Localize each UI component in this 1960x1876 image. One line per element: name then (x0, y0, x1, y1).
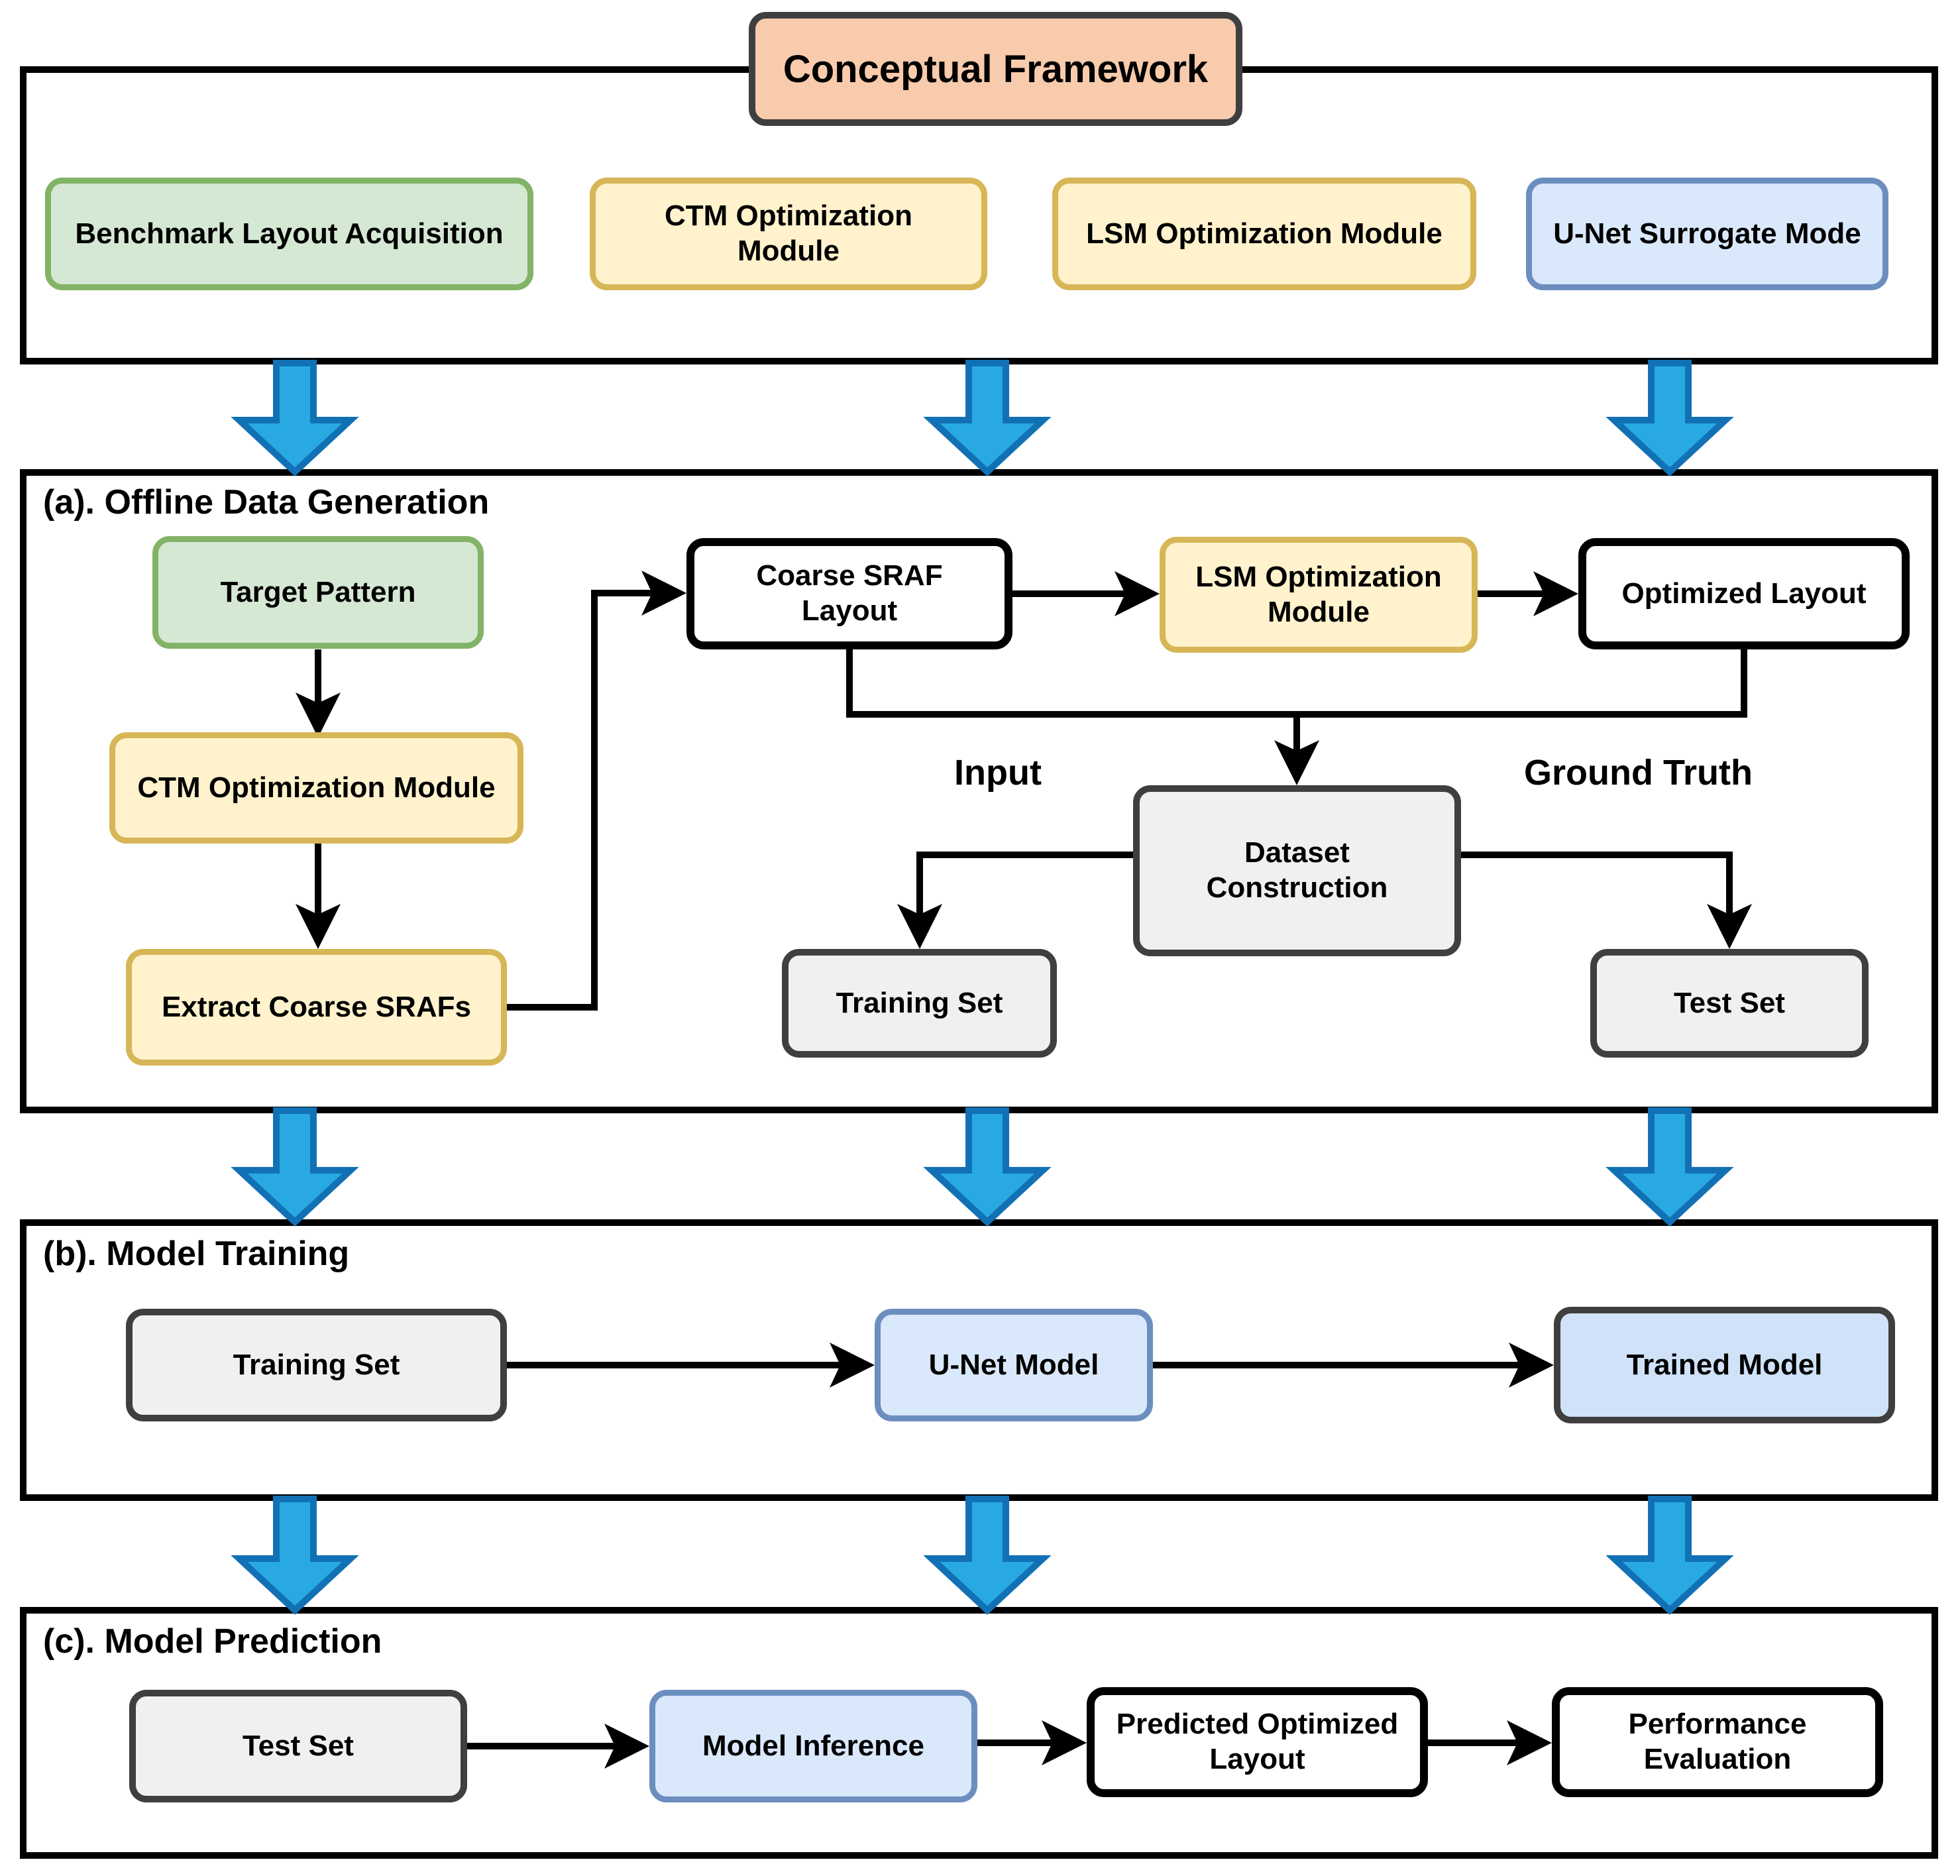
flow-arrow-down-icon (231, 1107, 359, 1227)
label-input: Input (954, 753, 1042, 793)
node-training-set-a: Training Set (782, 949, 1057, 1058)
diagram-title: Conceptual Framework (749, 12, 1242, 126)
node-dataset-construction: Dataset Construction (1133, 785, 1461, 956)
node-unet-surrogate-mode: U-Net Surrogate Mode (1526, 178, 1888, 290)
node-extract-coarse-srafs: Extract Coarse SRAFs (126, 949, 507, 1066)
flow-arrow-down-icon (923, 360, 1052, 476)
section-a-header: (a). Offline Data Generation (43, 483, 490, 522)
flow-arrow-down-icon (1606, 360, 1734, 476)
node-benchmark-layout-acquisition: Benchmark Layout Acquisition (45, 178, 533, 290)
flow-arrow-down-icon (923, 1107, 1052, 1227)
section-b-header: (b). Model Training (43, 1235, 350, 1273)
node-test-set-a: Test Set (1590, 949, 1869, 1058)
flow-arrow-down-icon (231, 360, 359, 476)
label-ground-truth: Ground Truth (1524, 753, 1753, 793)
node-unet-model: U-Net Model (875, 1309, 1153, 1421)
flow-arrow-down-icon (923, 1496, 1052, 1615)
flow-arrow-down-icon (1606, 1496, 1734, 1615)
flow-arrow-down-icon (1606, 1107, 1734, 1227)
flow-arrow-down-icon (231, 1496, 359, 1615)
node-ctm-optimization-module: CTM Optimization Module (590, 178, 987, 290)
section-c-header: (c). Model Prediction (43, 1622, 382, 1661)
node-trained-model: Trained Model (1554, 1307, 1895, 1423)
node-predicted-optimized-layout: Predicted Optimized Layout (1087, 1687, 1428, 1797)
node-target-pattern: Target Pattern (152, 536, 484, 649)
node-optimized-layout: Optimized Layout (1578, 538, 1910, 649)
node-test-set-c: Test Set (129, 1690, 467, 1802)
node-lsm-optimization-module-a: LSM Optimization Module (1160, 537, 1478, 653)
node-performance-evaluation: Performance Evaluation (1552, 1687, 1883, 1797)
node-lsm-optimization-module: LSM Optimization Module (1052, 178, 1476, 290)
node-model-inference: Model Inference (649, 1690, 977, 1802)
node-ctm-optimization-module-a: CTM Optimization Module (109, 732, 523, 844)
node-training-set-b: Training Set (126, 1309, 507, 1421)
node-coarse-sraf-layout: Coarse SRAF Layout (686, 538, 1012, 649)
